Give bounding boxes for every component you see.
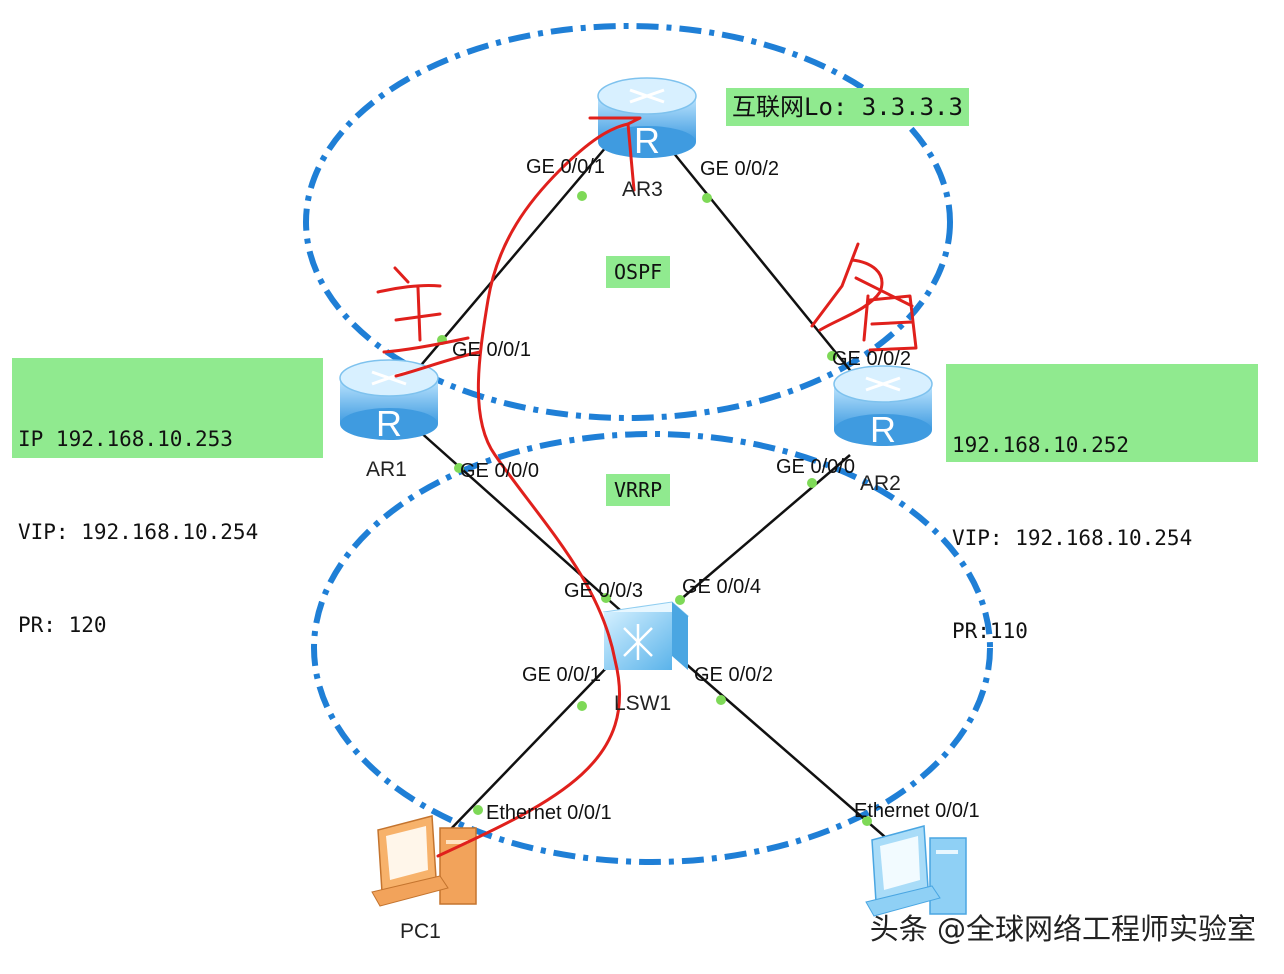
red-annotations [376,116,918,858]
port-label-lsw1-ge3: GE 0/0/3 [564,580,643,602]
ar2-ip-line: 192.168.10.252 [952,433,1130,457]
internet-note: 互联网Lo: 3.3.3.3 [726,88,969,126]
port-dot [702,193,712,203]
port-dot [827,351,837,361]
port-label-lsw1-ge2: GE 0/0/2 [694,664,773,686]
port-label-pc2-eth: Ethernet 0/0/1 [854,800,980,822]
router-ar2-icon[interactable]: R [833,365,933,450]
link-lsw1-pc1 [447,661,613,833]
port-dot [577,191,587,201]
ar1-vip-line: VIP: 192.168.10.254 [18,520,259,544]
traffic-path-annotation [436,122,630,858]
ar2-priority-line: PR:110 [952,619,1028,643]
backup-scribble-annotation [810,242,918,352]
vrrp-region-label: VRRP [606,474,671,506]
port-label-lsw1-ge4: GE 0/0/4 [682,576,761,598]
port-label-ar2-ge2: GE 0/0/2 [832,348,911,370]
ar1-vrrp-note: IP 192.168.10.253 VIP: 192.168.10.254 PR… [12,358,323,637]
svg-text:R: R [376,403,402,444]
master-scribble-annotation [376,266,482,378]
ar2-vip-line: VIP: 192.168.10.254 [952,526,1193,550]
pc1-name: PC1 [400,920,441,943]
port-label-ar3-ge1: GE 0/0/1 [526,156,605,178]
port-label-ar3-ge2: GE 0/0/2 [700,158,779,180]
port-dot [577,701,587,711]
ar3-name: AR3 [622,178,663,201]
pc2-icon[interactable] [865,825,967,917]
port-dot [473,805,483,815]
lsw1-name: LSW1 [614,692,672,715]
pc1-icon[interactable] [371,815,477,907]
port-dot [454,463,464,473]
port-dot [675,595,685,605]
ospf-region-ellipse [303,23,953,421]
ar1-priority-line: PR: 120 [18,613,107,637]
port-label-ar2-ge0: GE 0/0/0 [776,456,855,478]
traffic-path-annotation [588,116,642,192]
router-ar3-icon[interactable]: R [597,77,697,161]
svg-text:R: R [870,409,896,450]
link-ar3-ar2 [667,145,859,381]
port-label-ar1-ge1: GE 0/0/1 [452,339,531,361]
ar2-name: AR2 [860,472,901,495]
link-ar3-ar1 [399,139,613,391]
svg-text:R: R [634,120,660,161]
port-dot [716,695,726,705]
ar2-vrrp-note: 192.168.10.252 VIP: 192.168.10.254 PR:11… [946,364,1258,643]
port-label-lsw1-ge1: GE 0/0/1 [522,664,601,686]
port-dot [601,593,611,603]
switch-lsw1-icon[interactable] [602,601,690,670]
port-dot [807,478,817,488]
watermark-text: 头条 @全球网络工程师实验室 [869,912,1256,946]
port-label-pc1-eth: Ethernet 0/0/1 [486,802,612,824]
ospf-region-label: OSPF [606,256,671,288]
ar1-ip-line: IP 192.168.10.253 [18,427,233,451]
ar1-name: AR1 [366,458,407,481]
port-label-ar1-ge0: GE 0/0/0 [460,460,539,482]
link-ar1-lsw1 [417,429,621,611]
router-ar1-icon[interactable]: R [339,359,439,444]
port-dot [862,816,872,826]
vrrp-region-ellipse [311,431,993,865]
link-ar2-lsw1 [679,454,851,601]
links [399,139,901,851]
